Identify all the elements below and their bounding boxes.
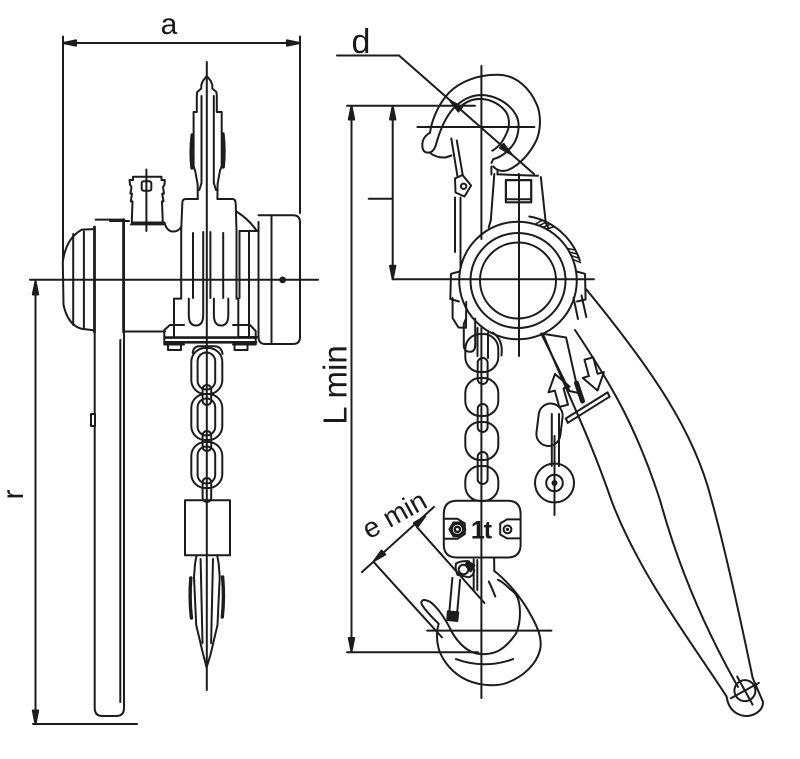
- svg-text:a: a: [161, 8, 178, 41]
- svg-text:L min: L min: [317, 345, 354, 424]
- svg-text:1t: 1t: [471, 517, 493, 545]
- svg-text:e min: e min: [357, 485, 432, 545]
- svg-text:r: r: [0, 490, 30, 500]
- svg-text:d: d: [352, 23, 371, 61]
